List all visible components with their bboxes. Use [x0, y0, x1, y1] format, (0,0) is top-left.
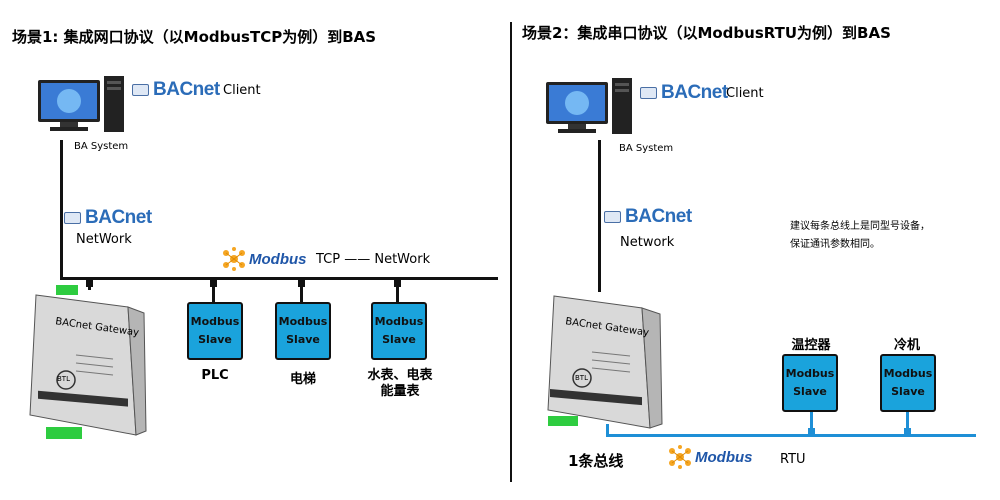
modbus-network-icon: [669, 445, 691, 469]
network-vertical-line: [60, 140, 63, 280]
client-label: Client: [726, 86, 764, 101]
gateway-badge: BTL: [57, 375, 70, 383]
tcp-network-label: TCP —— NetWork: [316, 252, 431, 267]
ba-system-label: BA System: [619, 143, 674, 154]
slave-line2: Slave: [286, 333, 320, 346]
computer-icon: [38, 76, 124, 132]
ba-system-label: BA System: [74, 141, 129, 152]
rtu-tap-node: [904, 428, 911, 435]
modbus-slave-box: Modbus Slave: [782, 354, 838, 412]
rtu-bus-tap: [906, 410, 909, 436]
modbus-word: Modbus: [695, 448, 753, 466]
note-line-1: 建议每条总线上是同型号设备，: [790, 221, 930, 232]
scenario-divider: [510, 22, 512, 482]
note-line-2: 保证通讯参数相同。: [790, 239, 880, 250]
device-label: PLC: [201, 368, 229, 383]
modbus-logo: Modbus: [668, 445, 753, 469]
modbus-slave-box: Modbus Slave: [371, 302, 427, 360]
rtu-tap-node: [808, 428, 815, 435]
ashrae-badge-icon: [64, 212, 81, 224]
bacnet-logo: BACnet: [604, 206, 692, 228]
bacnet-text: BACnet: [625, 206, 692, 227]
rtu-bus-tap: [606, 424, 609, 436]
slave-line2: Slave: [891, 385, 925, 398]
ashrae-badge-icon: [640, 87, 657, 99]
computer-icon: [546, 78, 632, 134]
modbus-network-icon: [223, 247, 245, 271]
device-label: 温控器: [791, 338, 831, 353]
modbus-slave-box: Modbus Slave: [880, 354, 936, 412]
ashrae-badge-icon: [132, 84, 149, 96]
right-title: 场景2：集成串口协议（以ModbusRTU为例）到BAS: [522, 24, 891, 42]
gateway-badge: BTL: [575, 374, 588, 382]
bacnet-logo: BACnet: [64, 207, 152, 229]
left-title: 场景1: 集成网口协议（以ModbusTCP为例）到BAS: [12, 28, 377, 46]
modbus-slave-box: Modbus Slave: [275, 302, 331, 360]
network-vertical-line: [598, 140, 601, 292]
bus-tap: [396, 280, 399, 302]
bus-tap-node: [298, 280, 305, 287]
rtu-bus-tap: [810, 410, 813, 436]
device-label: 冷机: [893, 338, 920, 353]
slave-line1: Modbus: [785, 367, 835, 380]
slave-line2: Slave: [198, 333, 232, 346]
bus-tap-node: [210, 280, 217, 287]
bacnet-gateway-device: [29, 285, 147, 439]
bus-tap: [212, 280, 215, 302]
tcp-network-bus: [60, 277, 498, 280]
bus-tap-node: [394, 280, 401, 287]
modbus-logo: Modbus: [222, 247, 307, 271]
slave-line1: Modbus: [883, 367, 933, 380]
slave-line1: Modbus: [190, 315, 240, 328]
slave-line2: Slave: [382, 333, 416, 346]
network-label: Network: [620, 235, 675, 250]
rtu-label: RTU: [780, 452, 806, 467]
bacnet-text: BACnet: [153, 79, 220, 100]
modbus-slave-box: Modbus Slave: [187, 302, 243, 360]
bus-label: 1条总线: [568, 452, 624, 470]
ashrae-badge-icon: [604, 211, 621, 223]
bacnet-gateway-device: [547, 295, 663, 429]
slave-line1: Modbus: [278, 315, 328, 328]
device-label: 电梯: [289, 372, 316, 387]
bacnet-logo: BACnet: [132, 79, 220, 101]
bacnet-logo: BACnet: [640, 82, 728, 104]
client-label: Client: [223, 83, 261, 98]
modbus-word: Modbus: [249, 250, 307, 268]
rtu-bus: [606, 434, 976, 437]
network-label: NetWork: [76, 232, 132, 247]
bus-tap: [300, 280, 303, 302]
bacnet-text: BACnet: [661, 82, 728, 103]
slave-line2: Slave: [793, 385, 827, 398]
device-label: 水表、电表 能量表: [367, 368, 433, 399]
slave-line1: Modbus: [374, 315, 424, 328]
bus-tap-node: [86, 280, 93, 287]
bacnet-text: BACnet: [85, 207, 152, 228]
